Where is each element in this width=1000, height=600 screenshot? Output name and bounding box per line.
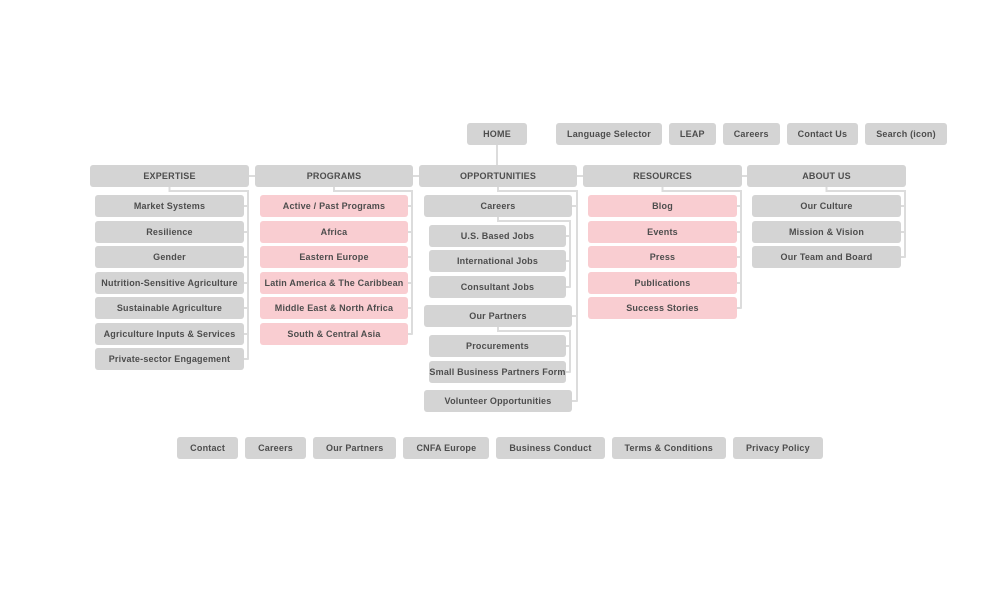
- nav-search[interactable]: Search (icon): [865, 123, 947, 145]
- page-success-stories[interactable]: Success Stories: [588, 297, 737, 319]
- section-resources[interactable]: RESOURCES: [583, 165, 742, 187]
- section-opportunities[interactable]: OPPORTUNITIES: [419, 165, 577, 187]
- page-mission-vision[interactable]: Mission & Vision: [752, 221, 901, 243]
- page-sustainable-agriculture[interactable]: Sustainable Agriculture: [95, 297, 244, 319]
- page-agriculture-inputs-services[interactable]: Agriculture Inputs & Services: [95, 323, 244, 345]
- nav-language-selector[interactable]: Language Selector: [556, 123, 662, 145]
- page-blog[interactable]: Blog: [588, 195, 737, 217]
- connector-partners-sub: [497, 326, 571, 373]
- page-procurements[interactable]: Procurements: [429, 335, 566, 357]
- page-volunteer-opportunities[interactable]: Volunteer Opportunities: [424, 390, 572, 412]
- page-small-business-partners-form[interactable]: Small Business Partners Form: [429, 361, 566, 383]
- page-market-systems[interactable]: Market Systems: [95, 195, 244, 217]
- connector-opportunities: [497, 186, 578, 402]
- page-international-jobs[interactable]: International Jobs: [429, 250, 566, 272]
- connector-careers-sub: [497, 216, 571, 288]
- footer-business-conduct[interactable]: Business Conduct: [496, 437, 605, 459]
- home-node[interactable]: HOME: [467, 123, 527, 145]
- connector-expertise: [168, 186, 249, 360]
- nav-contact-us[interactable]: Contact Us: [786, 123, 859, 145]
- page-eastern-europe[interactable]: Eastern Europe: [260, 246, 408, 268]
- page-resilience[interactable]: Resilience: [95, 221, 244, 243]
- nav-leap[interactable]: LEAP: [668, 123, 716, 145]
- page-south-central-asia[interactable]: South & Central Asia: [260, 323, 408, 345]
- page-events[interactable]: Events: [588, 221, 737, 243]
- footer-careers[interactable]: Careers: [245, 437, 307, 459]
- connector-resources: [661, 186, 742, 309]
- page-our-partners[interactable]: Our Partners: [424, 305, 572, 327]
- footer-contact[interactable]: Contact: [177, 437, 239, 459]
- page-nutrition-sensitive-agriculture[interactable]: Nutrition-Sensitive Agriculture: [95, 272, 244, 294]
- section-expertise[interactable]: EXPERTISE: [90, 165, 249, 187]
- page-us-based-jobs[interactable]: U.S. Based Jobs: [429, 225, 566, 247]
- page-careers[interactable]: Careers: [424, 195, 572, 217]
- connector-about: [825, 186, 906, 258]
- page-private-sector-engagement[interactable]: Private-sector Engagement: [95, 348, 244, 370]
- footer-terms-conditions[interactable]: Terms & Conditions: [611, 437, 726, 459]
- footer-our-partners[interactable]: Our Partners: [313, 437, 397, 459]
- page-press[interactable]: Press: [588, 246, 737, 268]
- footer-nav: Contact Careers Our Partners CNFA Europe…: [0, 437, 1000, 459]
- section-about-us[interactable]: ABOUT US: [747, 165, 906, 187]
- page-gender[interactable]: Gender: [95, 246, 244, 268]
- page-publications[interactable]: Publications: [588, 272, 737, 294]
- utility-nav: Language Selector LEAP Careers Contact U…: [556, 123, 947, 145]
- page-our-team-and-board[interactable]: Our Team and Board: [752, 246, 901, 268]
- page-consultant-jobs[interactable]: Consultant Jobs: [429, 276, 566, 298]
- page-africa[interactable]: Africa: [260, 221, 408, 243]
- nav-careers[interactable]: Careers: [722, 123, 780, 145]
- page-active-past-programs[interactable]: Active / Past Programs: [260, 195, 408, 217]
- page-middle-east-north-africa[interactable]: Middle East & North Africa: [260, 297, 408, 319]
- footer-cnfa-europe[interactable]: CNFA Europe: [403, 437, 490, 459]
- footer-privacy-policy[interactable]: Privacy Policy: [732, 437, 823, 459]
- connector-programs: [333, 186, 413, 335]
- section-programs[interactable]: PROGRAMS: [255, 165, 413, 187]
- page-latin-america-caribbean[interactable]: Latin America & The Caribbean: [260, 272, 408, 294]
- page-our-culture[interactable]: Our Culture: [752, 195, 901, 217]
